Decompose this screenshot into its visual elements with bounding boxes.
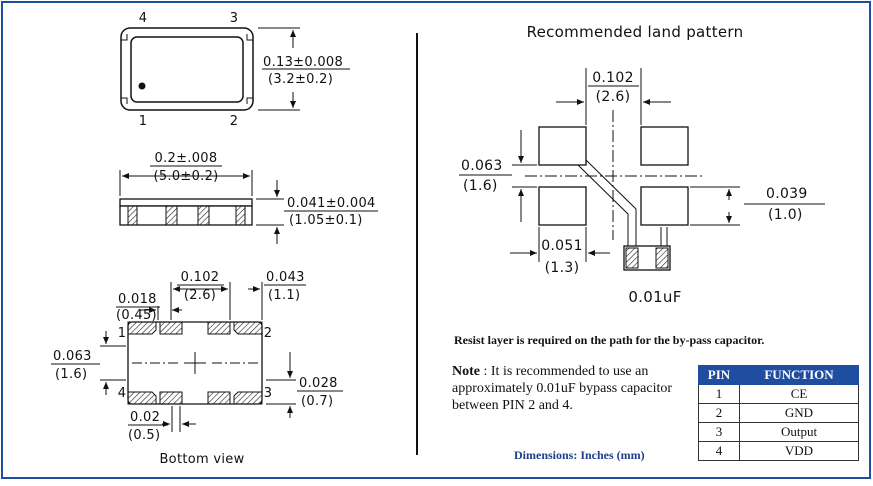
- top-pin2-label: 2: [230, 114, 239, 129]
- land-row-mm: (1.6): [463, 178, 498, 194]
- package-bottom-view: 1 2 3 4 0.102 (2.6) 0.043 (1.1) 0.018 (0…: [51, 270, 343, 467]
- land-pitch-in: 0.102: [592, 70, 634, 86]
- bottom-pitch-in: 0.102: [181, 270, 220, 285]
- table-row: 2 GND: [698, 403, 859, 423]
- capacitor-value: 0.01uF: [628, 288, 681, 306]
- land-pad-top-left: [538, 126, 587, 166]
- note-text: : It is recommended to use an approximat…: [452, 364, 673, 413]
- land-pad-bottom-right: [640, 186, 689, 226]
- bottom-row-mm: (1.6): [55, 367, 87, 382]
- function-cell: GND: [739, 403, 859, 423]
- side-thickness-in: 0.041±0.004: [287, 196, 376, 211]
- pin-cell: 2: [698, 403, 740, 423]
- dimensions-note: Dimensions: Inches (mm): [514, 448, 645, 462]
- land-padh-in: 0.039: [766, 186, 808, 202]
- bottom-padh-in: 0.028: [299, 376, 338, 391]
- bottom-pin1-label: 1: [118, 326, 127, 341]
- top-pin1-label: 1: [139, 114, 148, 129]
- function-cell: VDD: [739, 441, 859, 461]
- land-pattern-title: Recommended land pattern: [527, 23, 744, 41]
- package-side-view: 0.2±.008 (5.0±0.2) 0.041±0.004 (1.05±0.1…: [119, 151, 378, 244]
- land-pad-bottom-left: [538, 186, 587, 226]
- top-pin4-label: 4: [139, 11, 148, 26]
- pin-cell: 3: [698, 422, 740, 442]
- land-row-in: 0.063: [461, 158, 503, 174]
- land-padw-mm: (1.3): [545, 260, 580, 276]
- bottom-padw-in: 0.018: [118, 292, 157, 307]
- pin1-dot: [138, 82, 146, 90]
- side-thickness-mm: (1.05±0.1): [289, 213, 363, 228]
- bottom-pitch-mm: (2.6): [184, 288, 216, 303]
- function-cell: CE: [739, 384, 859, 404]
- function-header: FUNCTION: [739, 365, 859, 385]
- bottom-pin4-label: 4: [118, 386, 127, 401]
- bottom-gap-in: 0.02: [130, 410, 160, 425]
- table-row: 3 Output: [698, 422, 859, 442]
- bottom-padh-mm: (0.7): [301, 394, 333, 409]
- bottom-edge-mm: (1.1): [268, 288, 300, 303]
- bottom-row-in: 0.063: [53, 349, 92, 364]
- pin-header: PIN: [698, 365, 740, 385]
- function-cell: Output: [739, 422, 859, 442]
- bottom-pin3-label: 3: [264, 386, 273, 401]
- pin-table-header: PIN FUNCTION: [698, 365, 859, 385]
- land-padh-mm: (1.0): [768, 207, 803, 223]
- bypass-note: Note : It is recommended to use an appro…: [452, 363, 682, 414]
- bottom-edge-in: 0.043: [266, 270, 305, 285]
- top-height-mm: (3.2±0.2): [268, 72, 333, 87]
- side-width-in: 0.2±.008: [155, 151, 218, 166]
- land-pitch-mm: (2.6): [596, 89, 631, 105]
- table-row: 4 VDD: [698, 441, 859, 461]
- pin-function-table: PIN FUNCTION 1 CE 2 GND 3 Output 4 VDD: [698, 365, 859, 461]
- land-pad-top-right: [640, 126, 689, 166]
- land-padw-in: 0.051: [541, 238, 583, 254]
- bottom-padw-mm: (0.45): [116, 308, 157, 323]
- top-pin3-label: 3: [230, 11, 239, 26]
- top-height-in: 0.13±0.008: [263, 55, 343, 70]
- side-width-mm: (5.0±0.2): [153, 169, 218, 184]
- resist-layer-note: Resist layer is required on the path for…: [454, 333, 765, 347]
- bottom-view-caption: Bottom view: [159, 452, 244, 467]
- bottom-pin2-label: 2: [264, 326, 273, 341]
- bottom-gap-mm: (0.5): [128, 428, 160, 443]
- note-label: Note: [452, 364, 480, 379]
- package-top-view: 4 3 1 2 0.13±0.008 (3.2±0.2): [120, 11, 350, 129]
- pin-cell: 4: [698, 441, 740, 461]
- pin-cell: 1: [698, 384, 740, 404]
- table-row: 1 CE: [698, 384, 859, 404]
- land-pattern: Recommended land pattern 0.01uF 0.102 (2…: [459, 23, 825, 306]
